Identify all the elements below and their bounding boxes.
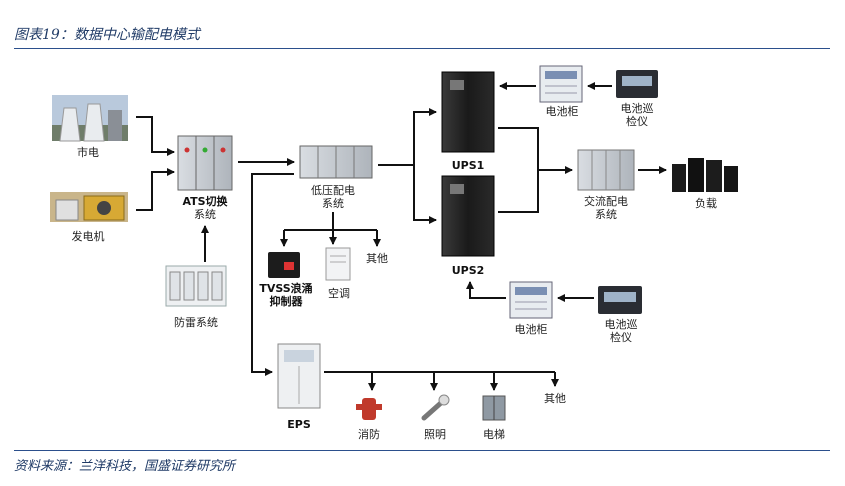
load-label: 负载: [695, 196, 717, 210]
tvss-label-line2: 抑制器: [270, 294, 304, 308]
ats-cabinet-icon: [177, 135, 233, 191]
tvss-icon: [268, 252, 300, 278]
connectors: [136, 82, 667, 391]
fire-label: 消防: [358, 427, 380, 441]
ats-label-line1: ATS切换: [182, 194, 228, 208]
battery2-label: 电池柜: [515, 323, 548, 336]
elevator-icon: [482, 395, 506, 421]
battery-monitor2-icon: [598, 286, 642, 314]
figure-caption: 图表19：数据中心输配电模式: [14, 24, 830, 49]
arrow-lv-to-ups2: [413, 165, 437, 224]
lightning-label: 防雷系统: [174, 315, 218, 329]
other1-label: 其他: [366, 252, 388, 265]
arrow-lv-to-ups1: [413, 108, 437, 165]
ats-label-line2: 系统: [194, 208, 216, 221]
power-plant-icon: [52, 95, 128, 142]
ac-distribution-cabinet-icon: [577, 149, 635, 191]
lighting-label: 照明: [424, 428, 446, 441]
acdist-label-line2: 系统: [595, 208, 617, 221]
light-bulb-icon: [421, 394, 450, 421]
generator-label: 发电机: [72, 229, 105, 243]
source-note: 资料来源：兰洋科技，国盛证券研究所: [14, 450, 830, 474]
fire-hydrant-icon: [356, 398, 382, 420]
arrow-grid-to-ats: [136, 116, 175, 156]
generator-icon: [50, 192, 128, 222]
server-rack-icon: [672, 158, 738, 192]
battery-monitor1-icon: [616, 70, 658, 98]
ups2-label: UPS2: [452, 264, 485, 277]
tvss-label-line1: TVSS浪涌: [259, 281, 312, 295]
elevator-label: 电梯: [483, 428, 505, 441]
air-conditioner-icon: [325, 247, 351, 281]
arrow-ats-to-eps: [251, 173, 294, 376]
battery1-label: 电池柜: [546, 105, 579, 118]
ups2-cabinet-icon: [441, 175, 495, 257]
lv-label-line2: 系统: [322, 197, 344, 210]
acdist-label-line1: 交流配电: [584, 194, 628, 208]
monitor2-label-line1: 电池巡: [605, 318, 638, 331]
other2-label: 其他: [544, 392, 566, 405]
arrow-battery2-to-ups2: [466, 281, 506, 299]
ups1-cabinet-icon: [441, 71, 495, 153]
eps-label: EPS: [287, 418, 311, 431]
lv-distribution-cabinet-icon: [299, 145, 373, 179]
monitor1-label-line1: 电池巡: [621, 102, 654, 115]
line-ups-merge: [498, 127, 539, 213]
monitor2-label-line2: 检仪: [610, 330, 632, 344]
ac-label: 空调: [328, 286, 350, 300]
battery-cabinet1-icon: [539, 65, 583, 103]
arrow-generator-to-ats: [136, 168, 175, 211]
lv-label-line1: 低压配电: [311, 184, 355, 197]
monitor1-label-line2: 检仪: [626, 114, 648, 128]
grid-label: 市电: [77, 145, 99, 159]
battery-cabinet2-icon: [509, 281, 553, 319]
surge-arrester-icon: [165, 265, 227, 307]
ups1-label: UPS1: [452, 159, 485, 172]
eps-cabinet-icon: [277, 343, 321, 409]
